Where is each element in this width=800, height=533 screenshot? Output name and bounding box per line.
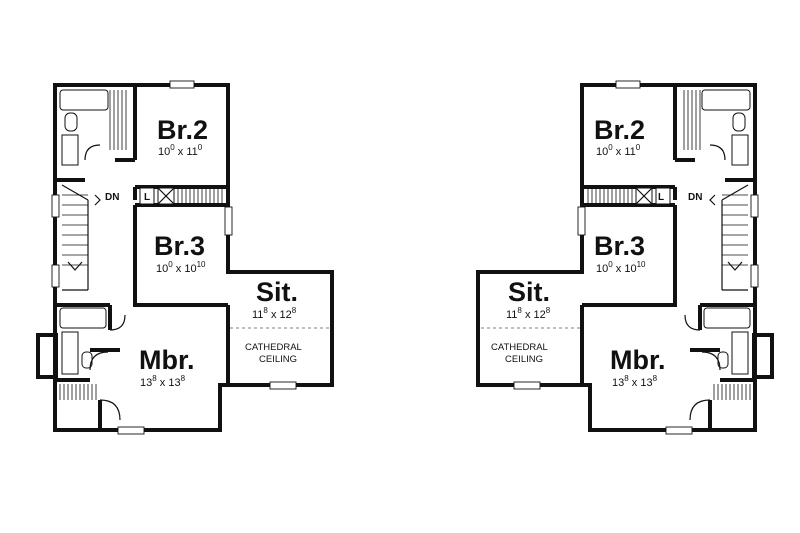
dim-sit: 118 x 128 [506, 306, 551, 321]
down-label: DN [105, 192, 119, 203]
dim-br3: 100 x 1010 [156, 260, 206, 275]
linen-label: L [144, 192, 150, 203]
dim-mbr: 138 x 138 [140, 374, 186, 389]
linen-label: L [658, 192, 664, 203]
dim-br2: 100 x 110 [596, 143, 641, 158]
room-name-sit: Sit. [256, 277, 298, 307]
room-name-br3: Br.3 [154, 231, 205, 261]
room-name-mbr: Mbr. [139, 345, 195, 375]
room-name-br3: Br.3 [594, 231, 645, 261]
room-name-br2: Br.2 [594, 115, 645, 145]
ceiling-label: CEILING [259, 354, 297, 365]
plan-left: Br.2 100 x 110 Br.3 100 x 1010 Sit. 118 … [36, 79, 334, 436]
dim-sit: 118 x 128 [252, 306, 297, 321]
ceiling-label: CEILING [505, 354, 543, 365]
plan-right: Br.2 100 x 110 Br.3 100 x 1010 Sit. 118 … [476, 79, 774, 436]
down-label: DN [688, 192, 702, 203]
cathedral-label: CATHEDRAL [245, 342, 302, 353]
dim-br2: 100 x 110 [158, 143, 203, 158]
dim-br3: 100 x 1010 [596, 260, 646, 275]
room-name-br2: Br.2 [157, 115, 208, 145]
room-name-sit: Sit. [508, 277, 550, 307]
room-name-mbr: Mbr. [610, 345, 666, 375]
dim-mbr: 138 x 138 [612, 374, 658, 389]
cathedral-label: CATHEDRAL [491, 342, 548, 353]
